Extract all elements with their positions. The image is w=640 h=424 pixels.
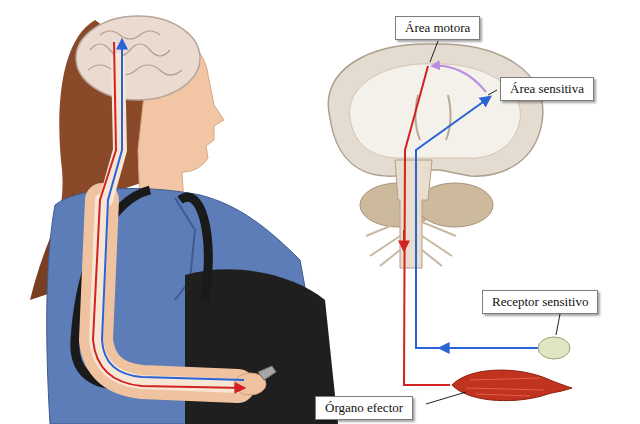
label-text: Área sensitiva [510, 81, 584, 97]
spinal-nerves [366, 210, 456, 266]
label-box: Órgano efector [315, 396, 413, 420]
label-box: Área sensitiva [500, 77, 594, 101]
keys [258, 366, 276, 380]
arrow-head [403, 230, 405, 250]
nerve-sheath [96, 200, 238, 386]
label-text: Área motora [405, 20, 470, 36]
label-text: Órgano efector [325, 400, 403, 416]
sensory-receptor [538, 337, 570, 359]
arm [96, 200, 238, 386]
label-text: Receptor sensitivo [492, 294, 588, 310]
motor-pathway [404, 66, 450, 385]
arrow-head [440, 347, 470, 349]
label-box: Área motora [395, 16, 480, 40]
woman-figure [30, 16, 338, 424]
cerebrum [328, 44, 543, 176]
association-pathway [432, 66, 486, 92]
ventricle [415, 95, 450, 140]
motor-pathway [93, 42, 244, 388]
brainstem-spinal-cord [395, 160, 432, 268]
brain-folds [88, 31, 182, 75]
white-matter [350, 64, 521, 158]
muscle-fibers [466, 378, 544, 396]
muscle [452, 370, 572, 401]
sensory-pathway [102, 40, 244, 380]
brain [76, 16, 200, 100]
label-box: Receptor sensitivo [482, 290, 598, 314]
